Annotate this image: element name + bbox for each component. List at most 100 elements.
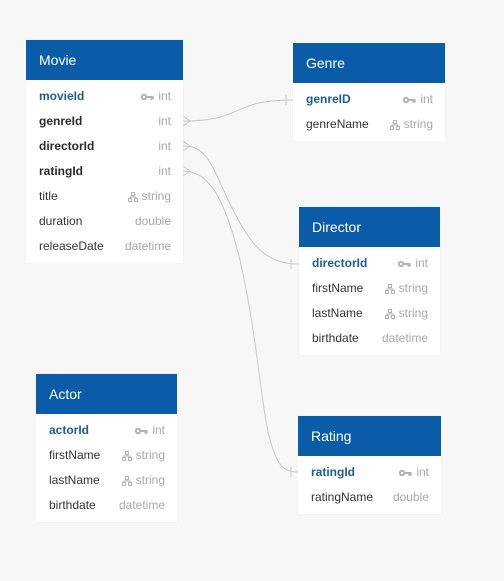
column-row[interactable]: genreName string — [293, 112, 445, 137]
column-type-label: string — [141, 189, 171, 203]
column-type-label: int — [415, 256, 428, 270]
column-type: datetime — [382, 326, 428, 351]
column-type: int — [158, 134, 171, 159]
column-type: int — [158, 109, 171, 134]
column-name: actorId — [49, 423, 90, 437]
hierarchy-icon — [384, 283, 395, 294]
column-type: int — [398, 460, 429, 485]
many-marker-director — [182, 140, 191, 152]
column-type-label: double — [392, 490, 429, 504]
column-type: string — [121, 443, 165, 468]
column-name: firstName — [49, 448, 101, 462]
column-name: birthdate — [312, 331, 359, 345]
table-genre[interactable]: Genre genreID int genreName string — [293, 43, 445, 141]
column-name: birthdate — [49, 498, 96, 512]
table-movie[interactable]: Movie movieId int genreId int directorId… — [26, 40, 183, 263]
column-name: firstName — [312, 281, 364, 295]
column-type: int — [158, 159, 171, 184]
column-name: releaseDate — [39, 239, 104, 253]
column-type: int — [140, 84, 171, 109]
many-marker-rating — [182, 165, 191, 177]
key-icon — [399, 469, 413, 476]
table-rating[interactable]: Rating ratingId int ratingName double — [298, 416, 441, 514]
column-type-label: string — [398, 306, 428, 320]
column-row[interactable]: genreID int — [293, 87, 445, 112]
column-type: string — [121, 468, 165, 493]
column-row[interactable]: movieId int — [26, 84, 183, 109]
many-marker-genre — [182, 115, 191, 127]
table-actor[interactable]: Actor actorId int firstName string lastN… — [36, 374, 177, 522]
column-type-label: int — [152, 423, 165, 437]
table-director-body: directorId int firstName string lastName… — [299, 247, 440, 355]
column-row[interactable]: firstName string — [36, 443, 177, 468]
column-name: lastName — [312, 306, 363, 320]
key-icon — [398, 260, 412, 267]
column-name: duration — [39, 214, 83, 228]
column-row[interactable]: birthdate datetime — [299, 326, 440, 351]
column-row[interactable]: title string — [26, 184, 183, 209]
column-type-label: datetime — [118, 498, 165, 512]
column-name: lastName — [49, 473, 100, 487]
column-type: string — [384, 276, 428, 301]
table-director[interactable]: Director directorId int firstName string… — [299, 207, 440, 355]
column-type-label: datetime — [381, 331, 428, 345]
column-name: directorId — [39, 139, 95, 153]
hierarchy-icon — [384, 308, 395, 319]
column-row[interactable]: birthdate datetime — [36, 493, 177, 518]
column-row[interactable]: ratingId int — [298, 460, 441, 485]
column-row[interactable]: duration double — [26, 209, 183, 234]
table-genre-body: genreID int genreName string — [293, 83, 445, 141]
column-type-label: string — [135, 473, 165, 487]
key-icon — [403, 96, 417, 103]
table-rating-header[interactable]: Rating — [298, 416, 441, 456]
table-genre-header[interactable]: Genre — [293, 43, 445, 83]
column-type: string — [384, 301, 428, 326]
column-row[interactable]: ratingId int — [26, 159, 183, 184]
column-type-label: int — [158, 139, 171, 153]
table-movie-header[interactable]: Movie — [26, 40, 183, 80]
column-type-label: datetime — [124, 239, 171, 253]
column-name: genreName — [306, 117, 369, 131]
column-type-label: int — [416, 465, 429, 479]
column-name: directorId — [312, 256, 368, 270]
column-type-label: int — [158, 114, 171, 128]
column-row[interactable]: lastName string — [36, 468, 177, 493]
column-type: double — [135, 209, 171, 234]
column-name: ratingId — [39, 164, 83, 178]
connector-movie-rating — [182, 170, 299, 473]
hierarchy-icon — [389, 119, 400, 130]
column-name: genreId — [39, 114, 83, 128]
column-type-label: int — [158, 164, 171, 178]
table-movie-body: movieId int genreId int directorId int r… — [26, 80, 183, 263]
column-type: datetime — [119, 493, 165, 518]
column-row[interactable]: genreId int — [26, 109, 183, 134]
column-row[interactable]: lastName string — [299, 301, 440, 326]
table-rating-body: ratingId int ratingName double — [298, 456, 441, 514]
table-actor-header[interactable]: Actor — [36, 374, 177, 414]
column-row[interactable]: actorId int — [36, 418, 177, 443]
column-name: ratingId — [311, 465, 355, 479]
column-type: double — [393, 485, 429, 510]
column-row[interactable]: ratingName double — [298, 485, 441, 510]
column-type: string — [127, 184, 171, 209]
connector-movie-genre — [182, 99, 294, 122]
column-type-label: int — [158, 89, 171, 103]
hierarchy-icon — [121, 450, 132, 461]
key-icon — [135, 427, 149, 434]
column-row[interactable]: releaseDate datetime — [26, 234, 183, 259]
column-type: string — [389, 112, 433, 137]
column-type-label: int — [420, 92, 433, 106]
column-type: int — [134, 418, 165, 443]
table-director-header[interactable]: Director — [299, 207, 440, 247]
column-type-label: double — [134, 214, 171, 228]
column-name: title — [39, 189, 58, 203]
column-row[interactable]: directorId int — [26, 134, 183, 159]
column-name: movieId — [39, 89, 85, 103]
column-type-label: string — [135, 448, 165, 462]
column-name: genreID — [306, 92, 351, 106]
column-type-label: string — [398, 281, 428, 295]
column-row[interactable]: firstName string — [299, 276, 440, 301]
column-type: int — [402, 87, 433, 112]
key-icon — [141, 93, 155, 100]
column-row[interactable]: directorId int — [299, 251, 440, 276]
